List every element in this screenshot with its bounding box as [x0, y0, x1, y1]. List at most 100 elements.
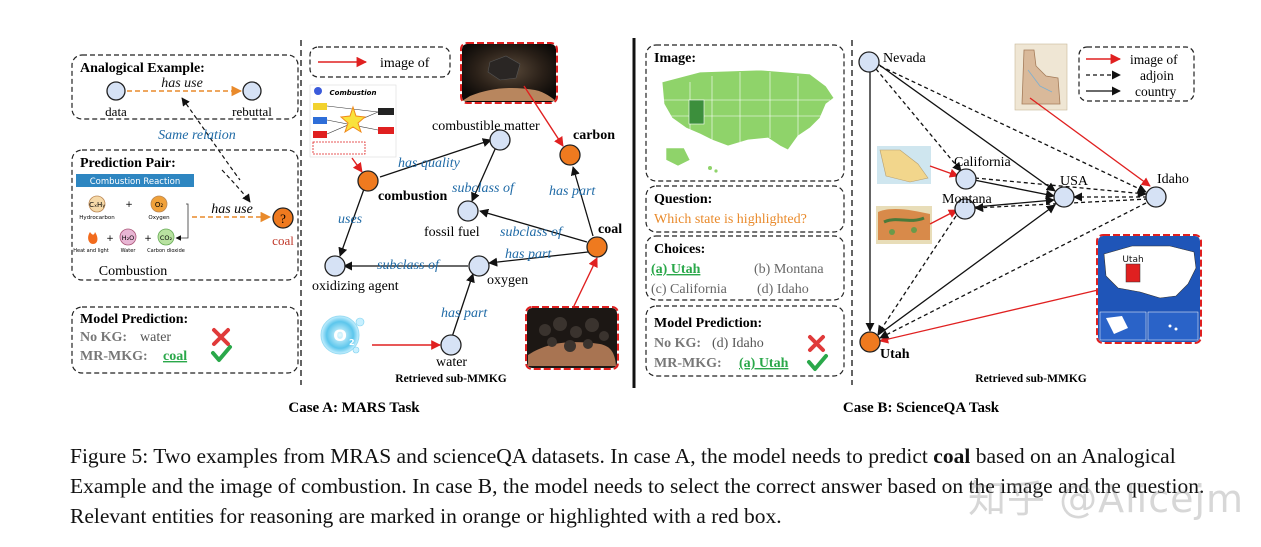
svg-text:Oxygen: Oxygen: [148, 215, 170, 221]
x-mark-icon: [212, 328, 230, 346]
mr-mkg-value-b: (a) Utah: [739, 356, 789, 371]
choice-d: (d) Idaho: [757, 282, 809, 297]
node-water: [440, 334, 462, 356]
node-california: [955, 168, 977, 190]
label-carbon: carbon: [573, 128, 615, 143]
combustion-reaction-image: Combustion Reaction CₓHᵧ + O₂ Hydrocarbo…: [73, 174, 194, 279]
choices-title-b: Choices:: [654, 242, 705, 257]
svg-text:+: +: [125, 200, 133, 210]
edge-has-part-water: has part: [441, 306, 488, 321]
montana-map-image: [876, 206, 932, 244]
query-mark: ?: [280, 211, 286, 226]
prediction-pair-title: Prediction Pair:: [80, 156, 176, 171]
mr-mkg-label-a: MR-MKG:: [80, 349, 148, 364]
coal-pile-image: [525, 306, 619, 370]
label-oxygen: oxygen: [487, 273, 528, 288]
svg-text:Hydrocarbon: Hydrocarbon: [79, 215, 115, 221]
node-oxygen: [468, 255, 490, 277]
svg-text:Water: Water: [121, 248, 137, 254]
same-relation-label: Same relation: [158, 128, 236, 143]
legend-image-of-a: image of: [380, 56, 430, 71]
retrieved-sub-mmkg-b: Retrieved sub-MMKG: [975, 373, 1087, 385]
label-coal: coal: [598, 222, 622, 237]
choice-a: (a) Utah: [651, 262, 701, 277]
node-coal: [586, 236, 608, 258]
node-nevada: [858, 51, 880, 73]
node-query: [272, 207, 294, 229]
svg-text:Carbon dioxide: Carbon dioxide: [147, 248, 185, 254]
svg-text:CₓHᵧ: CₓHᵧ: [89, 201, 105, 209]
choices-box-b: Choices: (a) Utah (b) Montana (c) Califo…: [645, 235, 845, 301]
label-water: water: [436, 355, 467, 370]
label-usa: USA: [1060, 174, 1089, 189]
node-rebuttal: [242, 81, 262, 101]
model-prediction-title-a: Model Prediction:: [80, 312, 188, 327]
svg-text:H₂O: H₂O: [122, 234, 135, 242]
label-fossil-fuel: fossil fuel: [424, 225, 480, 240]
figure: Analogical Example: has use data rebutta…: [71, 38, 1202, 416]
question-title-b: Question:: [654, 192, 712, 207]
model-prediction-title-b: Model Prediction:: [654, 316, 762, 331]
mr-mkg-label-b: MR-MKG:: [654, 356, 722, 371]
node-fossil-fuel: [457, 200, 479, 222]
question-box-b: Question: Which state is highlighted?: [645, 185, 845, 233]
edge-subclass-of-ff: subclass of: [500, 225, 564, 240]
model-prediction-box-b: Model Prediction: No KG: (d) Idaho MR-MK…: [645, 305, 845, 377]
prediction-pair-box: Prediction Pair: Combustion Reaction CₓH…: [71, 149, 299, 281]
answer-coal: coal: [272, 233, 294, 248]
node-combustible-matter: [489, 129, 511, 151]
graph-b-nodes: [858, 51, 1167, 353]
california-map-image: [877, 146, 931, 184]
image-box-b: Image:: [645, 44, 845, 182]
image-title-b: Image:: [654, 51, 696, 66]
caption-prefix: Figure 5: Two examples from MRAS and sci…: [70, 444, 934, 468]
oxygen-o2-image: O 2: [320, 315, 365, 355]
node-oxidizing-agent: [324, 255, 346, 277]
retrieved-sub-mmkg-a: Retrieved sub-MMKG: [395, 373, 507, 385]
label-oxidizing-agent: oxidizing agent: [312, 279, 399, 294]
edge-has-quality: has quality: [398, 156, 461, 171]
label-california: California: [954, 155, 1012, 170]
no-kg-label-a: No KG:: [80, 330, 127, 345]
label-rebuttal: rebuttal: [232, 104, 272, 119]
label-combustible-matter: combustible matter: [432, 119, 540, 134]
combustion-diagram-thumbnail: Combustion: [309, 84, 397, 158]
node-utah: [859, 331, 881, 353]
svg-text:+: +: [144, 234, 152, 244]
no-kg-label-b: No KG:: [654, 336, 701, 351]
mr-mkg-value-a: coal: [163, 349, 187, 364]
label-utah: Utah: [880, 347, 910, 362]
check-mark-icon: [807, 354, 828, 371]
usa-map-image: [661, 69, 835, 173]
no-kg-value-b: (d) Idaho: [712, 336, 764, 351]
relation-has-use: has use: [161, 76, 203, 91]
case-b-title: Case B: ScienceQA Task: [843, 400, 1000, 416]
case-a-title: Case A: MARS Task: [288, 400, 420, 416]
edge-has-part-oxygen: has part: [505, 247, 552, 262]
svg-text:O₂: O₂: [155, 201, 164, 209]
label-nevada: Nevada: [883, 51, 927, 66]
utah-map-image: Utah: [1096, 234, 1202, 344]
svg-text:2: 2: [349, 338, 355, 347]
node-combustion: [357, 170, 379, 192]
node-carbon: [559, 144, 581, 166]
model-prediction-box-a: Model Prediction: No KG: water MR-MKG: c…: [71, 306, 299, 374]
prediction-relation: has use: [211, 202, 253, 217]
graph-a-nodes: [324, 129, 608, 356]
svg-text:+: +: [106, 234, 114, 244]
node-idaho: [1145, 186, 1167, 208]
label-idaho: Idaho: [1157, 172, 1189, 187]
analogical-example-title: Analogical Example:: [80, 61, 205, 76]
edge-subclass-of-cm: subclass of: [452, 181, 516, 196]
node-data: [106, 81, 126, 101]
node-montana: [954, 198, 976, 220]
legend-a: image of: [309, 46, 451, 78]
legend-b: image of adjoin country: [1078, 46, 1195, 102]
graph-b-node-labels: Nevada California Montana USA Idaho Utah: [880, 51, 1189, 362]
legend-adjoin: adjoin: [1140, 68, 1174, 83]
legend-country: country: [1135, 84, 1176, 99]
edge-subclass-of-ox: subclass of: [377, 258, 441, 273]
svg-text:O: O: [333, 326, 347, 345]
question-text-b: Which state is highlighted?: [654, 212, 807, 227]
caption-bold: coal: [933, 444, 971, 468]
